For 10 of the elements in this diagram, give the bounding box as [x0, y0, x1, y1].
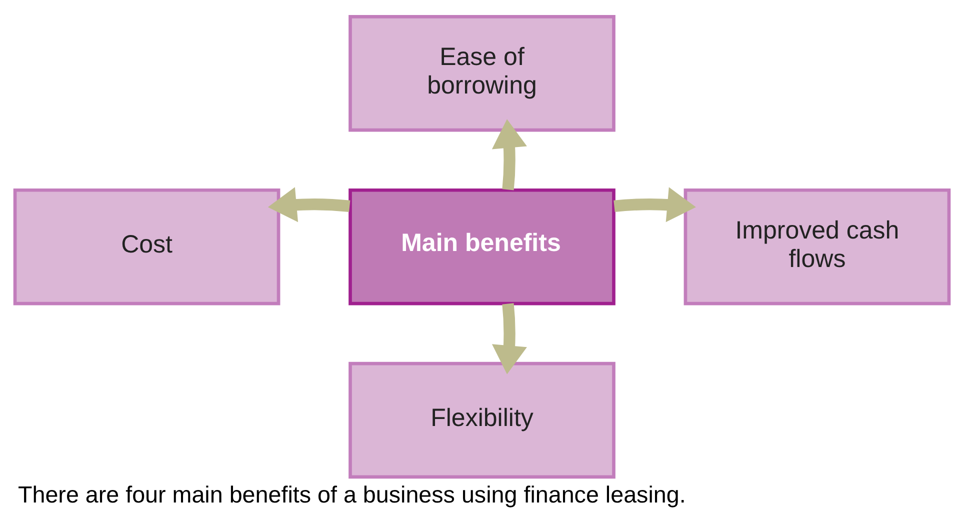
arrow	[268, 186, 350, 222]
node-box: Main benefits	[348, 188, 616, 305]
node-box: Ease of borrowing	[348, 14, 616, 132]
arrow	[492, 118, 527, 190]
node-box: Improved cash flows	[684, 188, 951, 305]
caption: There are four main benefits of a business using finance leasing.	[18, 480, 686, 507]
arrow	[614, 186, 696, 222]
node-box: Cost	[13, 188, 280, 305]
node-box: Flexibility	[348, 361, 616, 478]
arrow	[492, 302, 527, 374]
